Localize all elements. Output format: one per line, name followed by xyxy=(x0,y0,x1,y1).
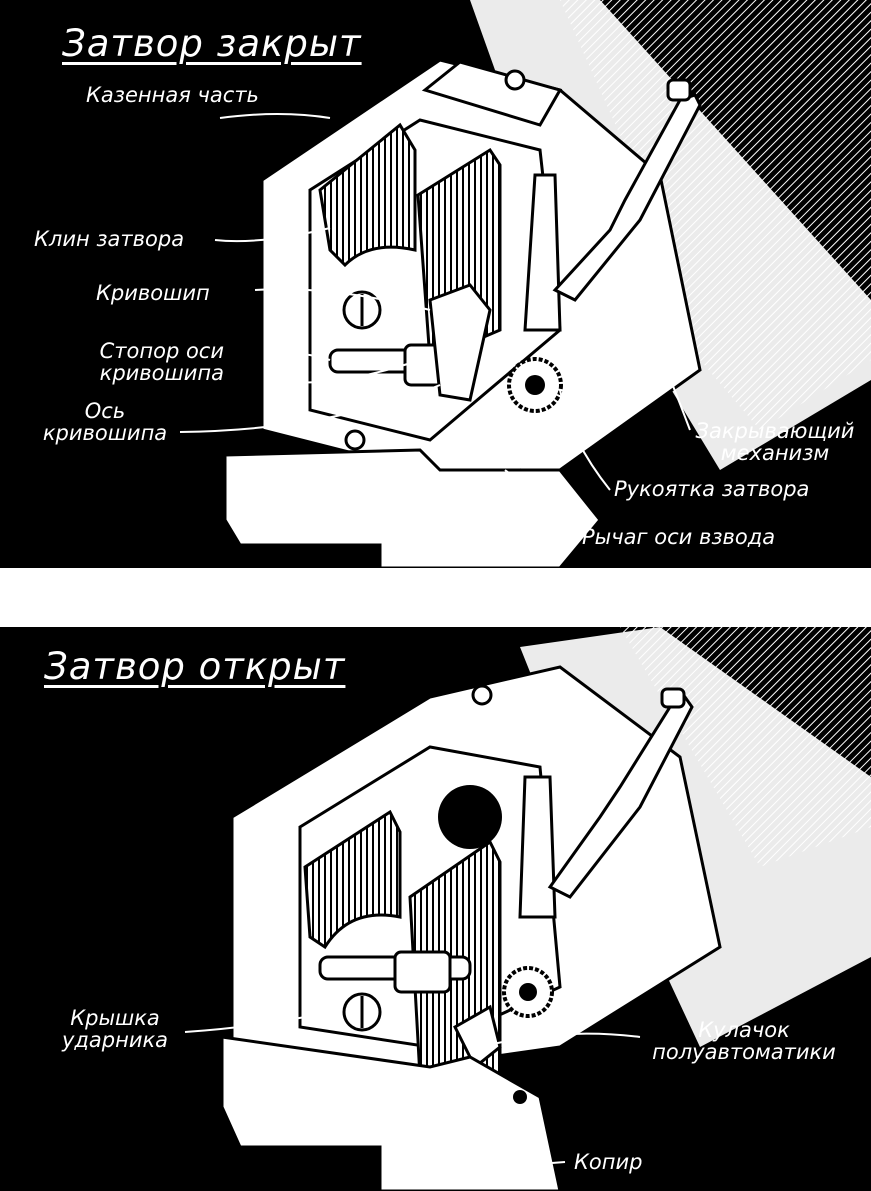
copier xyxy=(220,1035,562,1191)
label-copier: Копир xyxy=(574,1150,643,1174)
label-striker-cover-line1: Крышка xyxy=(70,1006,160,1030)
breech-open-drawing xyxy=(0,627,871,1191)
label-crank-axis-line1: Ось xyxy=(84,399,126,423)
panel-breech-open: Затвор открыт Крышка ударника Кулачок по… xyxy=(0,627,871,1191)
wedge xyxy=(318,122,417,268)
label-cocking-lever: Рычаг оси взвода xyxy=(582,525,776,549)
breech-closed-drawing xyxy=(0,0,871,568)
label-breech: Казенная часть xyxy=(86,83,259,107)
bore-opening xyxy=(438,785,502,849)
wedge-lowered xyxy=(303,809,402,950)
label-closing-line2: механизм xyxy=(720,441,830,465)
label-crank-axis-line2: кривошипа xyxy=(42,421,168,445)
panel-breech-closed: Затвор закрыт Казенная часть Клин затвор… xyxy=(0,0,871,568)
semiauto-cam xyxy=(453,1004,502,1070)
label-crank-stop: Стопор оси кривошипа xyxy=(64,340,224,384)
lower-casing xyxy=(223,448,602,568)
label-crank-axis: Ось кривошипа xyxy=(30,400,180,444)
label-striker-cover-line2: ударника xyxy=(61,1028,169,1052)
pointer-lines-bottom xyxy=(184,1011,641,1173)
label-handle: Рукоятка затвора xyxy=(614,477,810,501)
label-cam-line2: полуавтоматики xyxy=(652,1040,836,1064)
title-closed: Затвор закрыт xyxy=(62,22,362,65)
label-closing-line1: Закрывающий xyxy=(695,419,855,443)
label-striker-cover: Крышка ударника xyxy=(40,1007,190,1051)
screw-head xyxy=(504,69,526,91)
label-cam-line1: Кулачок xyxy=(698,1018,790,1042)
title-open: Затвор открыт xyxy=(44,645,346,688)
label-closing-mechanism: Закрывающий механизм xyxy=(680,420,870,464)
closing-mechanism xyxy=(523,173,562,332)
pointer-lines xyxy=(179,113,691,541)
label-semiauto-cam: Кулачок полуавтоматики xyxy=(624,1019,864,1063)
label-wedge: Клин затвора xyxy=(34,227,185,251)
label-crank-stop-line2: кривошипа xyxy=(99,361,224,385)
label-crank-stop-line1: Стопор оси xyxy=(99,339,224,363)
crank xyxy=(428,283,492,402)
breech-handle xyxy=(552,93,702,302)
label-crank: Кривошип xyxy=(96,281,210,305)
